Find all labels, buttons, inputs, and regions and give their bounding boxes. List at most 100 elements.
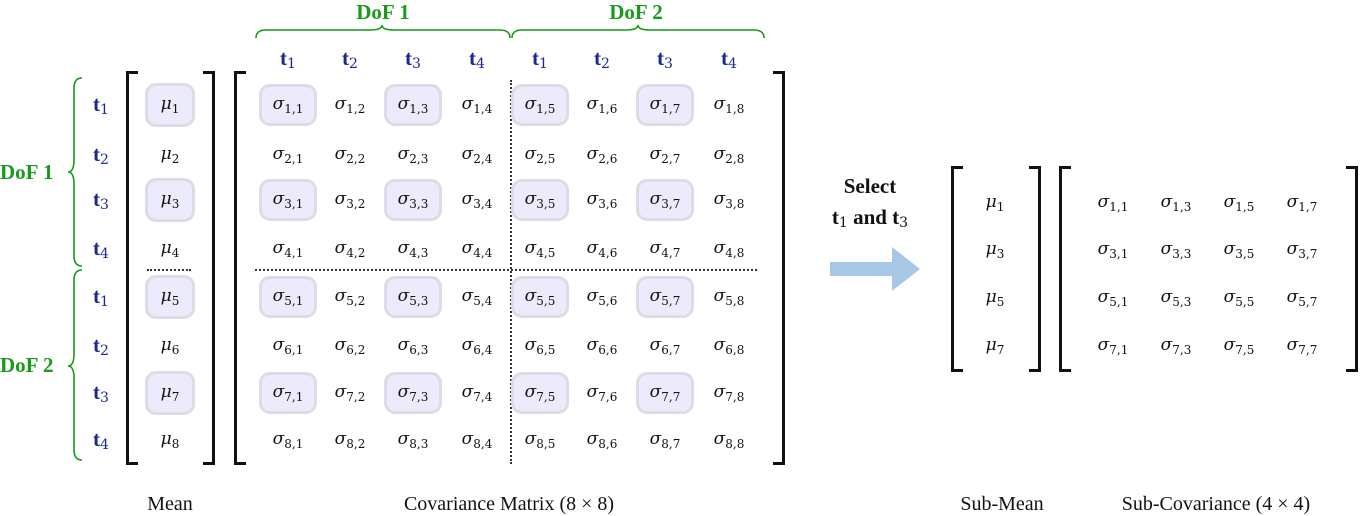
- covariance-entry: σ8,7: [649, 429, 681, 451]
- sub-covariance-entry: σ5,1: [1097, 287, 1129, 309]
- covariance-entry: σ6,8: [713, 335, 745, 357]
- covariance-entry: σ2,8: [713, 144, 745, 166]
- mean-entry: μ2: [160, 144, 180, 166]
- covariance-entry: σ3,2: [334, 189, 366, 211]
- covariance-entry: σ4,1: [272, 238, 304, 260]
- sub-mean-entry: μ7: [985, 335, 1005, 357]
- covariance-entry: σ8,8: [713, 429, 745, 451]
- sub-covariance-entry: σ7,1: [1097, 335, 1129, 357]
- sub-covariance-entry: σ3,3: [1160, 239, 1192, 261]
- select-text: Select t1 and t3: [832, 174, 908, 231]
- mean-left-bracket: [126, 71, 138, 465]
- sub-covariance-entry: σ1,7: [1286, 192, 1318, 214]
- col-brace-dof1: [255, 24, 511, 39]
- sub-mean-entry: μ1: [985, 192, 1005, 214]
- covariance-entry: σ8,2: [334, 429, 366, 451]
- covariance-entry: σ7,3: [397, 382, 429, 404]
- sub-covariance-entry: σ3,1: [1097, 239, 1129, 261]
- row-brace-dof2: [67, 269, 83, 461]
- row-dof1-label: DoF 1: [0, 160, 54, 184]
- covariance-entry: σ2,7: [649, 144, 681, 166]
- row-time-label: t2: [93, 333, 109, 359]
- submean-right-bracket: [1029, 166, 1041, 372]
- covariance-entry: σ1,4: [461, 94, 493, 116]
- covariance-entry: σ5,6: [586, 286, 618, 308]
- covariance-entry: σ8,1: [272, 429, 304, 451]
- covariance-entry: σ1,5: [524, 94, 556, 116]
- covariance-entry: σ8,3: [397, 429, 429, 451]
- covariance-entry: σ7,6: [586, 382, 618, 404]
- mean-entry: μ4: [160, 238, 180, 260]
- sub-covariance-entry: σ1,1: [1097, 192, 1129, 214]
- mean-entry: μ1: [160, 94, 180, 116]
- row-time-label: t2: [93, 142, 109, 168]
- sub-covariance-entry: σ1,5: [1223, 192, 1255, 214]
- column-time-label: t1: [532, 46, 548, 72]
- sub-covariance-entry: σ7,5: [1223, 335, 1255, 357]
- mean-caption: Mean: [147, 493, 193, 515]
- column-time-label: t3: [657, 46, 673, 72]
- covariance-caption: Covariance Matrix (8 × 8): [403, 493, 615, 515]
- covariance-entry: σ4,8: [713, 238, 745, 260]
- row-time-label: t3: [93, 187, 109, 213]
- covariance-entry: σ3,1: [272, 189, 304, 211]
- covariance-highlight-box: [636, 84, 694, 126]
- covariance-entry: σ6,4: [461, 335, 493, 357]
- covariance-highlight-box: [384, 372, 442, 414]
- covariance-entry: σ5,7: [649, 286, 681, 308]
- sub-covariance-entry: σ3,5: [1223, 239, 1255, 261]
- covariance-entry: σ7,7: [649, 382, 681, 404]
- covariance-entry: σ7,8: [713, 382, 745, 404]
- sub-covariance-entry: σ3,7: [1286, 239, 1318, 261]
- covariance-entry: σ6,6: [586, 335, 618, 357]
- sub-covariance-caption: Sub-Covariance (4 × 4): [1121, 493, 1311, 515]
- covariance-entry: σ2,5: [524, 144, 556, 166]
- sub-covariance-entry: σ1,3: [1160, 192, 1192, 214]
- cov-left-bracket: [234, 71, 246, 465]
- sub-mean-entry: μ3: [985, 239, 1005, 261]
- covariance-entry: σ5,3: [397, 286, 429, 308]
- sub-covariance-entry: σ5,5: [1223, 287, 1255, 309]
- column-time-label: t2: [342, 46, 358, 72]
- covariance-entry: σ3,6: [586, 189, 618, 211]
- covariance-entry: σ2,1: [272, 144, 304, 166]
- covariance-entry: σ1,7: [649, 94, 681, 116]
- covariance-entry: σ4,2: [334, 238, 366, 260]
- right-arrow-icon: [830, 247, 920, 291]
- covariance-highlight-box: [511, 276, 569, 318]
- sub-covariance-entry: σ7,3: [1160, 335, 1192, 357]
- sub-mean-entry: μ5: [985, 287, 1005, 309]
- covariance-entry: σ8,4: [461, 429, 493, 451]
- col-brace-dof2: [511, 24, 765, 39]
- covariance-entry: σ3,4: [461, 189, 493, 211]
- col-dof2-label: DoF 2: [609, 0, 663, 24]
- covariance-entry: σ1,8: [713, 94, 745, 116]
- covariance-entry: σ8,6: [586, 429, 618, 451]
- covariance-entry: σ5,2: [334, 286, 366, 308]
- covariance-entry: σ1,2: [334, 94, 366, 116]
- covariance-entry: σ7,1: [272, 382, 304, 404]
- covariance-highlight-box: [259, 372, 317, 414]
- covariance-entry: σ4,6: [586, 238, 618, 260]
- sub-covariance-entry: σ5,3: [1160, 287, 1192, 309]
- row-time-label: t4: [93, 427, 109, 453]
- column-time-label: t2: [594, 46, 610, 72]
- covariance-entry: σ6,3: [397, 335, 429, 357]
- covariance-entry: σ5,1: [272, 286, 304, 308]
- covariance-entry: σ1,6: [586, 94, 618, 116]
- subcov-left-bracket: [1059, 166, 1071, 372]
- mean-highlight-box: [145, 178, 195, 222]
- select-line1: Select: [843, 174, 897, 198]
- covariance-entry: σ3,7: [649, 189, 681, 211]
- sub-covariance-entry: σ5,7: [1286, 287, 1318, 309]
- covariance-highlight-box: [259, 179, 317, 221]
- covariance-entry: σ5,4: [461, 286, 493, 308]
- covariance-entry: σ4,5: [524, 238, 556, 260]
- mean-highlight-box: [145, 83, 195, 127]
- covariance-highlight-box: [636, 179, 694, 221]
- covariance-entry: σ3,5: [524, 189, 556, 211]
- submean-left-bracket: [951, 166, 963, 372]
- sub-covariance-entry: σ7,7: [1286, 335, 1318, 357]
- covariance-entry: σ4,7: [649, 238, 681, 260]
- covariance-entry: σ2,3: [397, 144, 429, 166]
